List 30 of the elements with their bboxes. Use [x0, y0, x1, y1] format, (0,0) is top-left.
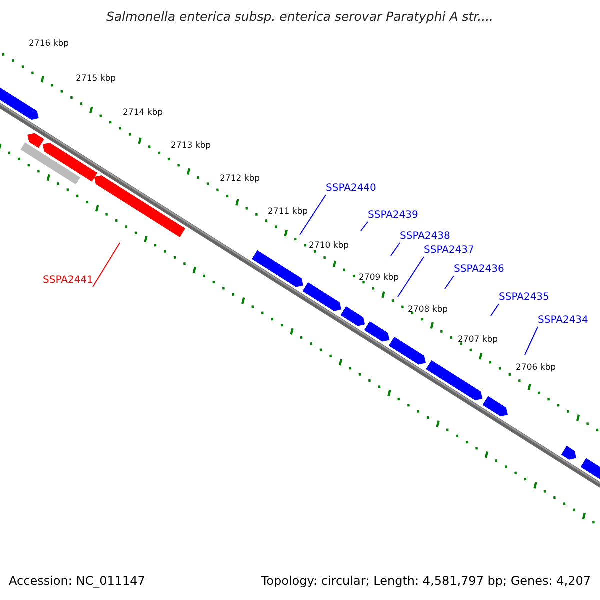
scale-label: 2711 kbp — [268, 207, 308, 218]
scale-label: 2714 kbp — [123, 108, 164, 118]
gene-label: SSPA2441 — [43, 275, 94, 287]
scale-label: 2716 kbp — [29, 39, 70, 50]
scale-label: 2713 kbp — [171, 141, 212, 152]
footer-text: Accession: NC_011147 — [9, 574, 146, 588]
footer-text: Topology: circular; Length: 4,581,797 bp; Genes: 4,207 — [261, 574, 591, 588]
leader-line — [524, 326, 538, 356]
gene-label: SSPA2436 — [454, 264, 504, 276]
scale-label: 2707 kbp — [458, 335, 498, 346]
gene-label: SSPA2437 — [424, 245, 474, 257]
leader-line — [444, 276, 454, 290]
scale-label: 2709 kbp — [359, 273, 400, 284]
gene-label: SSPA2439 — [368, 210, 418, 222]
scale-label: 2706 kbp — [516, 363, 556, 374]
gene-label: SSPA2440 — [326, 183, 376, 195]
leader-line — [360, 222, 368, 232]
gene-label: SSPA2438 — [400, 231, 450, 243]
leader-line — [300, 194, 326, 236]
gene-label: SSPA2434 — [538, 315, 588, 327]
leader-line — [92, 242, 120, 288]
leader-line — [390, 242, 400, 256]
leader-line — [398, 256, 424, 298]
title: Salmonella enterica subsp. enterica serovar Paratyphi A str.... — [105, 9, 495, 24]
scale-label: 2710 kbp — [309, 241, 350, 252]
scale-label: 2712 kbp — [220, 174, 260, 184]
gene-label: SSPA2435 — [499, 292, 550, 304]
scale-label: 2715 kbp — [76, 74, 116, 84]
leader-line — [490, 304, 500, 316]
scale-label: 2708 kbp — [408, 305, 448, 316]
